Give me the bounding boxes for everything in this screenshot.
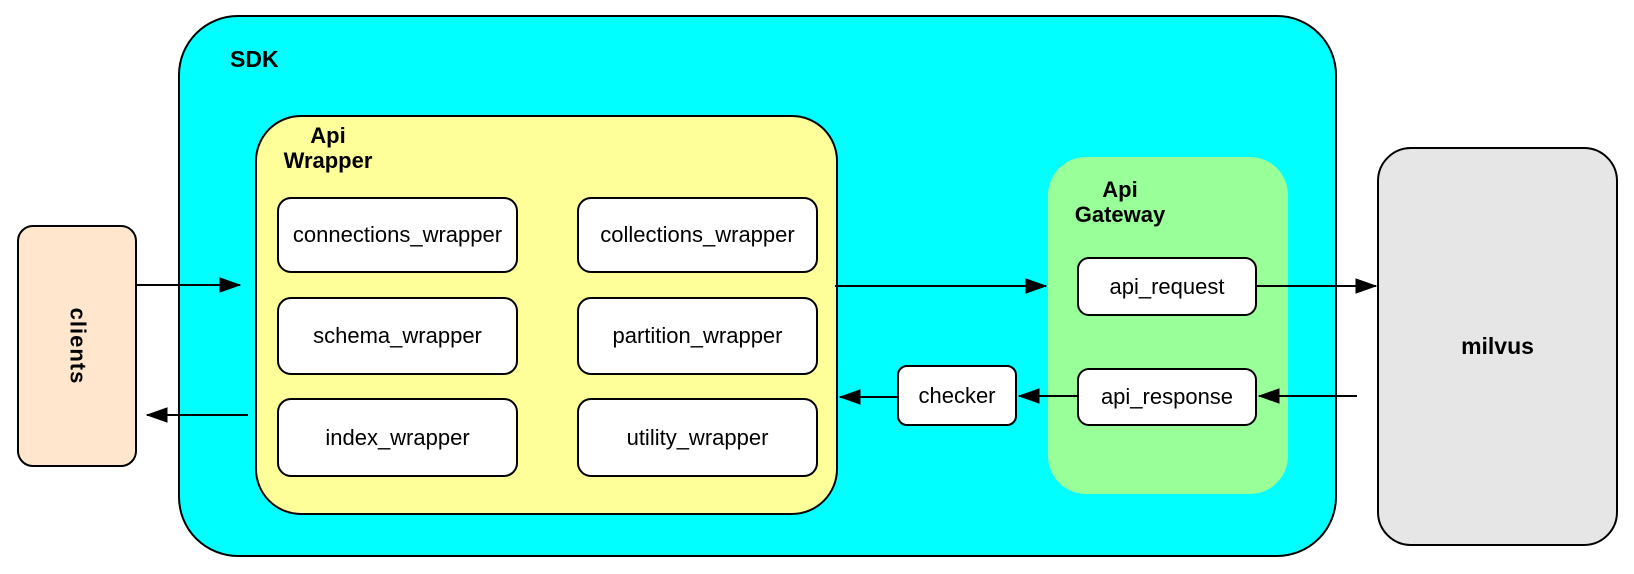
partition-wrapper-node: partition_wrapper: [577, 297, 818, 375]
partition-wrapper-label: partition_wrapper: [612, 323, 783, 348]
api-gateway-container: Api Gateway: [1048, 157, 1288, 494]
api-wrapper-title: Api Wrapper: [283, 123, 373, 173]
checker-node: checker: [897, 365, 1017, 426]
schema-wrapper-label: schema_wrapper: [313, 323, 482, 348]
milvus-label: milvus: [1461, 333, 1534, 359]
api-gateway-title: Api Gateway: [1074, 177, 1166, 227]
api-request-node: api_request: [1077, 257, 1257, 316]
clients-box: clients: [17, 225, 137, 467]
utility-wrapper-label: utility_wrapper: [626, 424, 769, 450]
milvus-box: milvus: [1377, 147, 1618, 546]
sdk-label: SDK: [230, 46, 279, 72]
api-response-label: api_response: [1100, 384, 1234, 409]
clients-label: clients: [64, 307, 90, 385]
index-wrapper-label: index_wrapper: [325, 424, 470, 450]
connections-wrapper-label: connections_wrapper: [292, 222, 503, 247]
schema-wrapper-node: schema_wrapper: [277, 297, 518, 375]
checker-label: checker: [918, 382, 996, 408]
collections-wrapper-node: collections_wrapper: [577, 197, 818, 273]
index-wrapper-node: index_wrapper: [277, 398, 518, 477]
api-response-node: api_response: [1077, 368, 1257, 426]
utility-wrapper-node: utility_wrapper: [577, 398, 818, 477]
api-request-label: api_request: [1109, 273, 1225, 299]
connections-wrapper-node: connections_wrapper: [277, 197, 518, 273]
collections-wrapper-label: collections_wrapper: [600, 222, 795, 247]
